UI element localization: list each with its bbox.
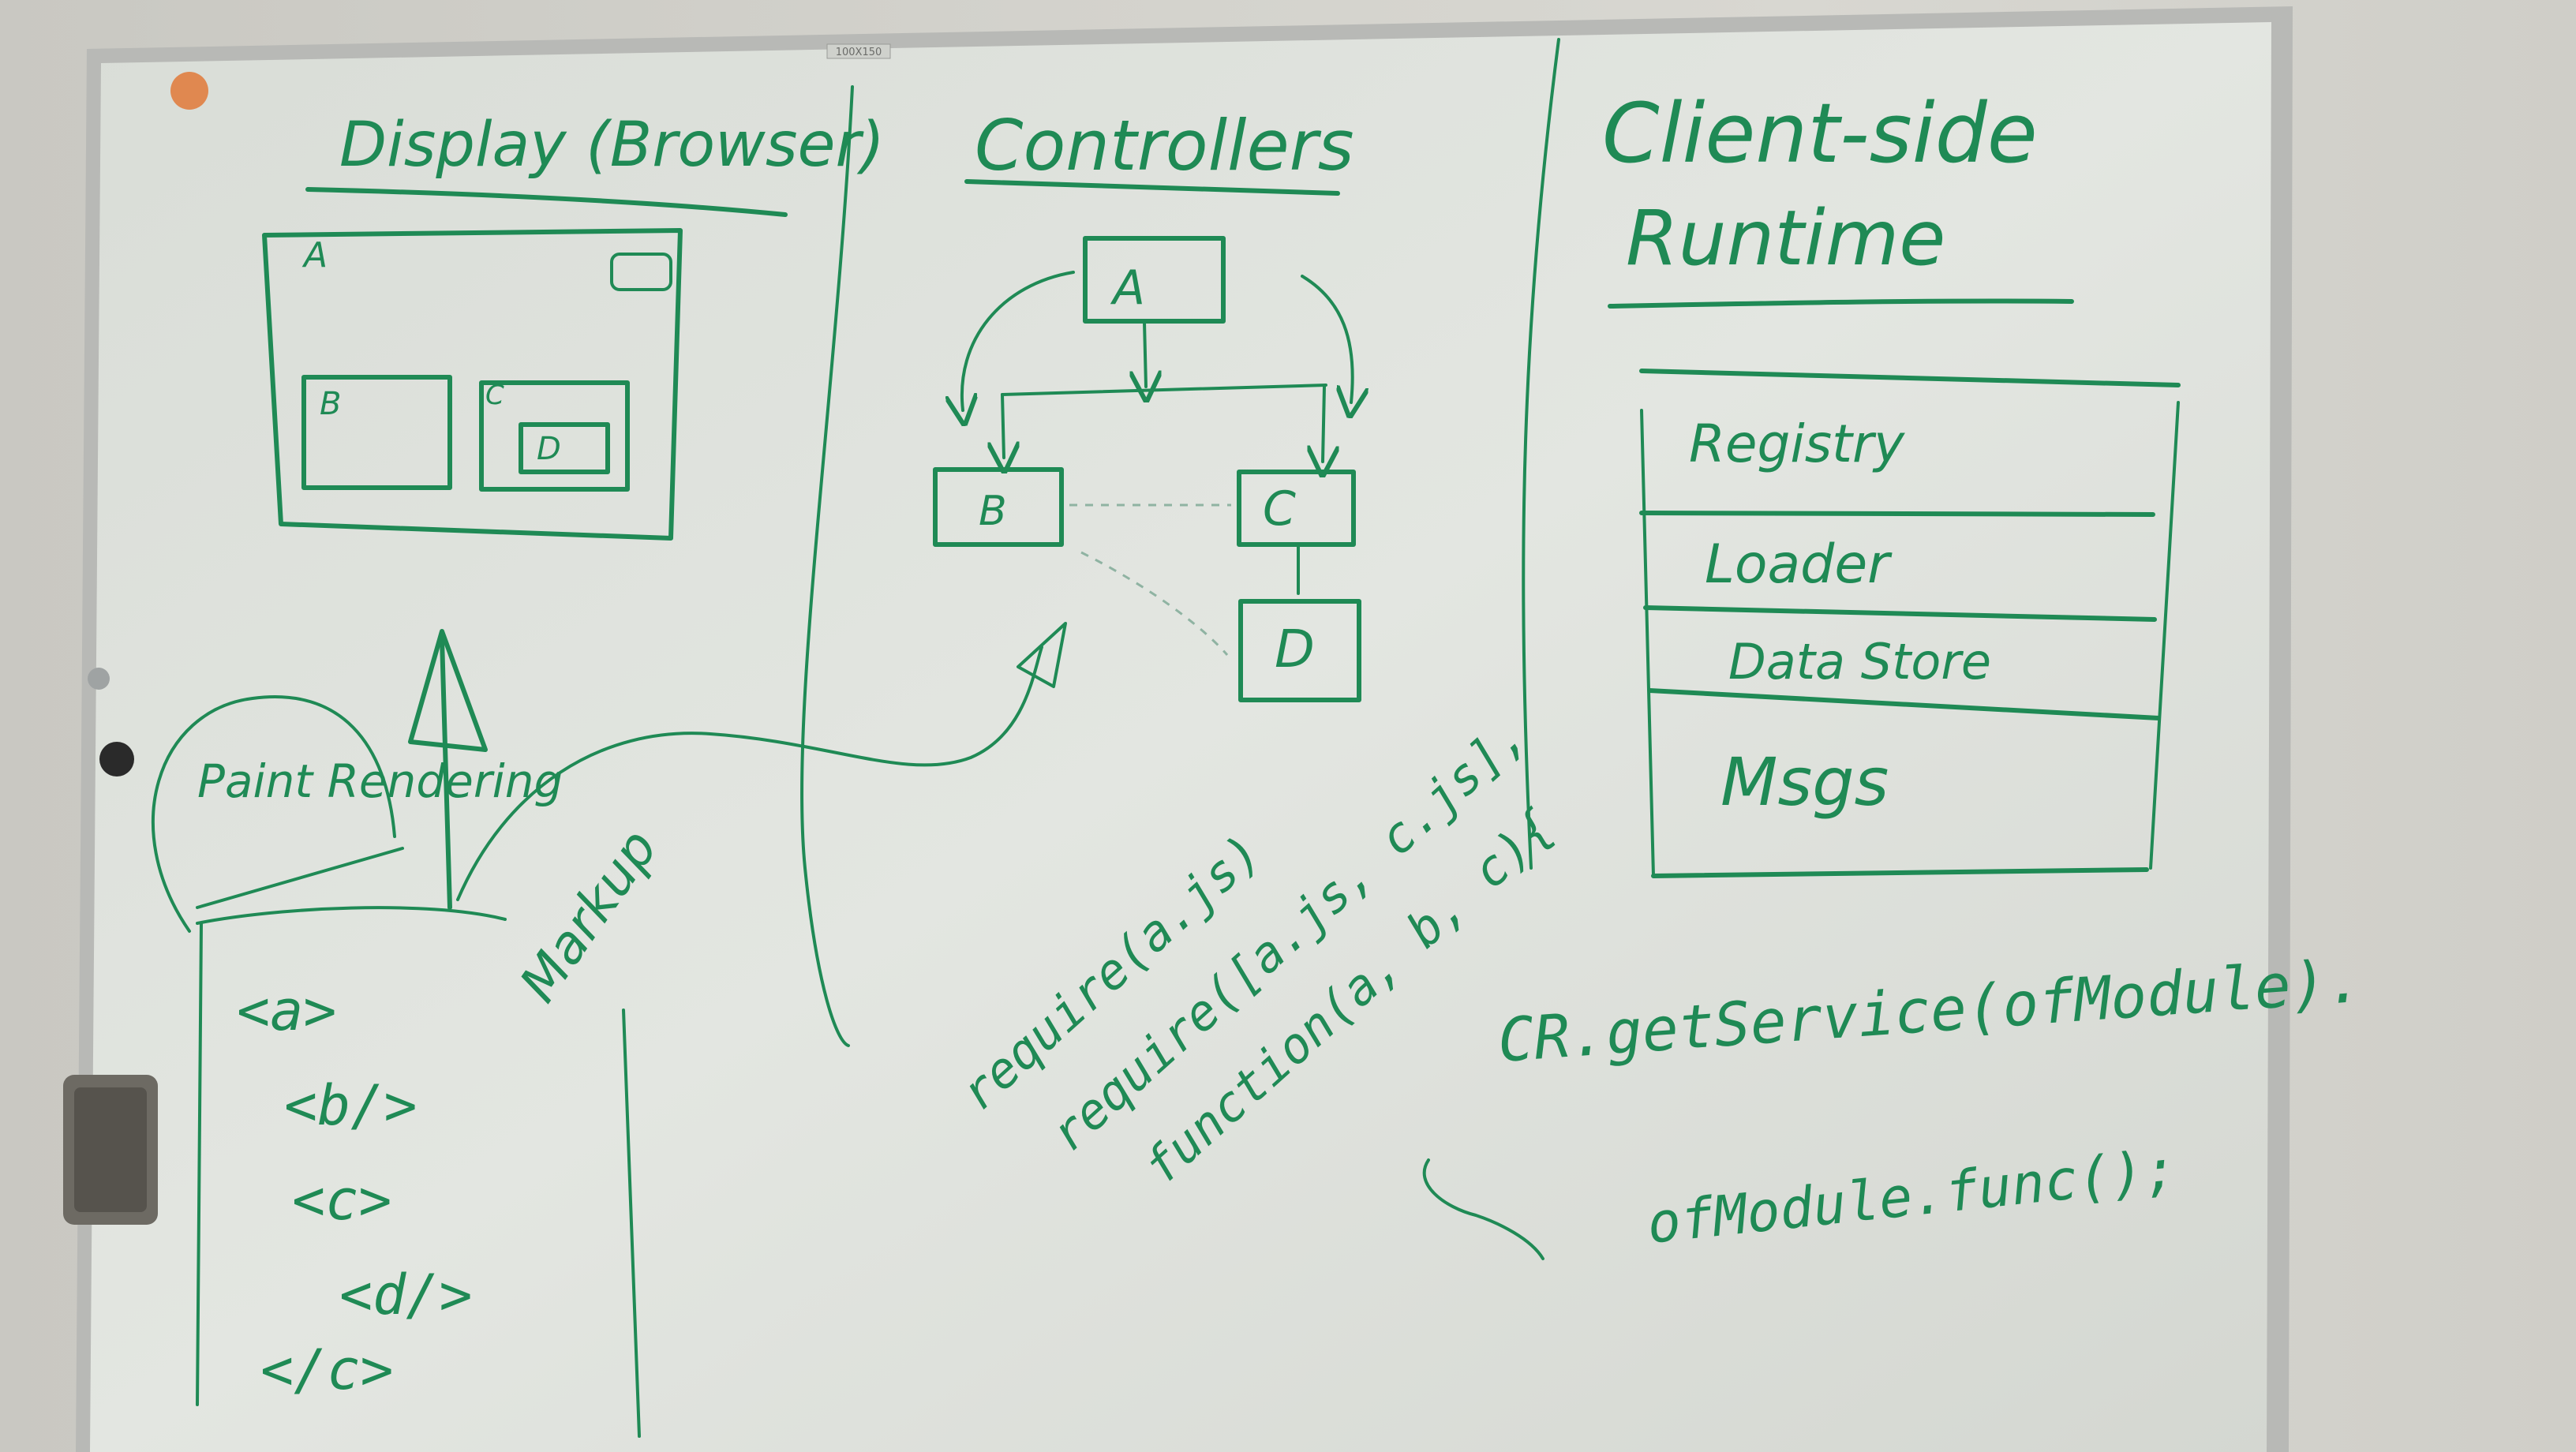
controller-loop-left: [962, 271, 1075, 410]
controller-a-down: [1144, 320, 1146, 387]
controllers-heading-underline: [964, 179, 1340, 196]
paint-rendering-bubble: [152, 695, 396, 933]
controller-tree-bar: [1001, 384, 1327, 396]
controllers-heading: Controllers: [975, 105, 1354, 186]
browser-box-b: [301, 375, 452, 490]
label-sticker: [826, 43, 891, 59]
runtime-divider-2: [1643, 605, 2157, 622]
paint-rendering-note: Paint Rendering: [197, 754, 563, 808]
browser-window: [262, 228, 683, 541]
markup-line-5: </c>: [260, 1338, 394, 1402]
markup-line-3: <c>: [292, 1168, 391, 1233]
up-arrow-shaft: [440, 637, 452, 910]
runtime-stack-top: [1639, 369, 2181, 387]
divider-right: [1522, 38, 1560, 870]
board-surface: [90, 22, 2271, 1452]
runtime-layer-loader: Loader: [1705, 533, 1893, 596]
runtime-heading-line-1: Client-side: [1602, 85, 2038, 182]
runtime-stack-left: [1640, 409, 1655, 878]
eraser-felt: [74, 1087, 147, 1212]
grey-magnet: [88, 668, 110, 690]
controller-loop-right: [1301, 275, 1353, 402]
controller-node-c-label: C: [1263, 481, 1296, 537]
runtime-heading-line-2: Runtime: [1626, 194, 1945, 283]
browser-window-button: [610, 253, 672, 291]
runtime-stack-right: [2149, 401, 2180, 870]
runtime-layer-data-store: Data Store: [1728, 633, 1991, 690]
controller-node-a-label: A: [1110, 260, 1145, 316]
controller-node-a: [1083, 236, 1226, 324]
markup-line-2: <b/>: [284, 1073, 417, 1138]
controller-node-d: [1238, 599, 1361, 702]
markup-line-4: <d/>: [339, 1263, 473, 1327]
paint-rendering-underline: [196, 847, 404, 909]
controller-node-d-label: D: [1275, 619, 1315, 679]
runtime-heading-underline: [1608, 298, 2074, 309]
browser-box-d: [519, 422, 610, 474]
runtime-layer-msgs: Msgs: [1720, 743, 1889, 821]
display-heading-underline: [305, 187, 788, 217]
controller-node-b: [933, 467, 1064, 547]
markup-document: [196, 906, 641, 1438]
runtime-divider-1: [1639, 511, 2155, 517]
markup-code: <a> <b/> <c> <d/> </c>: [237, 979, 506, 1402]
markup-line-1: <a>: [237, 979, 336, 1043]
controller-tree-right: [1323, 385, 1324, 462]
browser-box-a-label: A: [301, 235, 328, 275]
orange-magnet: [170, 72, 208, 110]
runtime-stack-bottom: [1651, 867, 2149, 878]
browser-box-c: [479, 380, 630, 492]
display-heading: Display (Browser): [339, 110, 885, 181]
markup-to-controllers-arrowhead: [1017, 622, 1067, 688]
browser-box-b-label: B: [320, 386, 341, 422]
browser-box-d-label: D: [537, 431, 561, 467]
markup-to-controllers-curve: [456, 646, 1043, 901]
divider-left: [800, 85, 854, 1047]
controller-node-b-label: B: [979, 488, 1007, 535]
browser-box-c-label: C: [485, 380, 504, 411]
label-sticker-text: 100X150: [836, 47, 882, 58]
squiggle-connector: [1422, 1158, 1544, 1260]
controller-tree-left: [1002, 393, 1004, 458]
controller-node-c: [1237, 470, 1356, 547]
runtime-divider-3: [1647, 688, 2161, 720]
black-magnet: [99, 742, 134, 777]
up-arrow-head: [408, 629, 488, 752]
runtime-layer-registry: Registry: [1689, 414, 1905, 474]
controller-b-to-d-dashed: [1080, 551, 1229, 656]
